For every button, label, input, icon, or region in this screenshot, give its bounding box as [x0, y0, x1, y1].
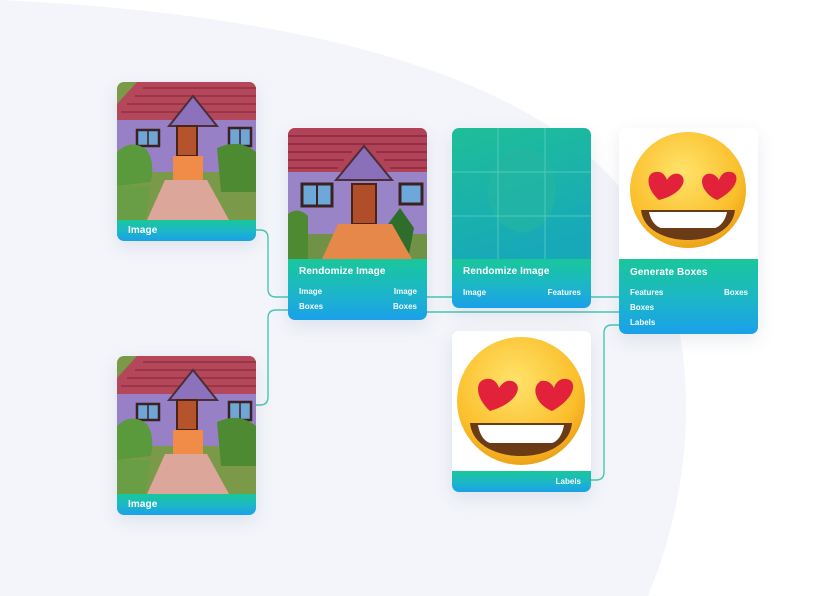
heart-eyes-emoji-icon	[619, 128, 758, 259]
output-port-features[interactable]: Features	[547, 288, 581, 297]
node-title: Image	[128, 225, 158, 236]
node-title: Rendomize Image	[463, 266, 550, 277]
input-port-image[interactable]: Image	[299, 287, 323, 296]
input-port-image[interactable]: Image	[463, 288, 487, 297]
output-port-boxes[interactable]: Boxes	[723, 288, 748, 297]
house-drawing-thumbnail	[288, 128, 427, 259]
heart-eyes-emoji-icon	[452, 331, 591, 471]
teal-grid-thumbnail	[452, 128, 591, 259]
node-title: Rendomize Image	[299, 266, 386, 277]
input-port-boxes[interactable]: Boxes	[630, 303, 655, 312]
output-port-boxes[interactable]: Boxes	[392, 302, 417, 311]
input-port-features[interactable]: Features	[630, 288, 664, 297]
generate-boxes-node[interactable]: Generate Boxes Features Boxes Boxes Labe…	[619, 128, 758, 334]
randomize-image-node-2[interactable]: Rendomize Image Image Features	[452, 128, 591, 308]
labels-node[interactable]: Labels	[452, 331, 591, 492]
output-port-labels[interactable]: Labels	[555, 477, 581, 486]
input-port-boxes[interactable]: Boxes	[299, 302, 324, 311]
house-drawing-thumbnail	[117, 356, 256, 494]
randomize-image-node-1[interactable]: Rendomize Image Image Image Boxes Boxes	[288, 128, 427, 320]
house-drawing-thumbnail	[117, 82, 256, 220]
output-port-image[interactable]: Image	[393, 287, 417, 296]
image-node-top[interactable]: Image	[117, 82, 256, 241]
input-port-labels[interactable]: Labels	[630, 318, 656, 327]
node-title: Image	[128, 499, 158, 510]
node-title: Generate Boxes	[630, 267, 708, 278]
image-node-bottom[interactable]: Image	[117, 356, 256, 515]
